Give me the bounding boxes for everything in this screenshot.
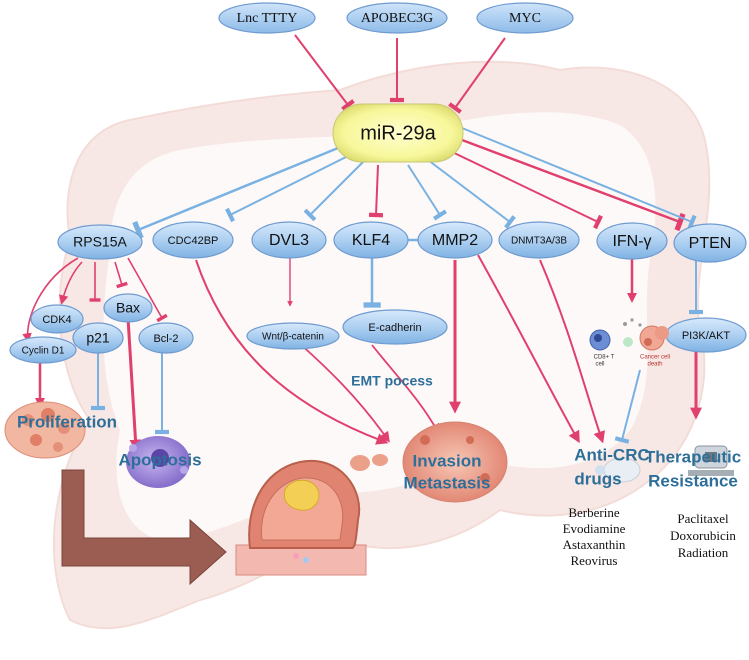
immune-killing-illustration: CD8+ T cell Cancer cell death — [589, 318, 670, 368]
outcome-apoptosis: Apoptosis — [118, 450, 201, 469]
drug-capsule-illustration — [595, 457, 641, 483]
node-e-cadherin[interactable]: E-cadherin — [342, 309, 448, 345]
svg-text:death: death — [647, 362, 662, 368]
outcome-metastasis: Metastasis — [404, 473, 491, 492]
drug-astaxanthin: Astaxanthin — [563, 537, 626, 552]
outcome-anti-crc-line2: drugs — [574, 469, 621, 488]
apoptosis-cell-illustration — [126, 436, 190, 488]
proliferation-cells-illustration — [4, 401, 86, 459]
svg-text:CD8+ T: CD8+ T — [594, 355, 615, 361]
svg-text:DVL3: DVL3 — [269, 232, 309, 249]
target-nodes: RPS15A CDC42BP DVL3 KLF4 MMP2 DNMT3A/3B … — [57, 221, 747, 263]
node-ifn-gamma[interactable]: IFN-γ — [596, 222, 668, 260]
outcome-anti-crc-line1: Anti-CRC — [574, 445, 650, 464]
svg-text:E-cadherin: E-cadherin — [368, 322, 421, 334]
emt-process-label: EMT pocess — [351, 373, 433, 389]
svg-text:RPS15A: RPS15A — [73, 234, 127, 250]
agent-radiation: Radiation — [678, 545, 729, 560]
svg-text:PI3K/AKT: PI3K/AKT — [682, 330, 731, 342]
node-myc[interactable]: MYC — [476, 2, 574, 34]
node-klf4[interactable]: KLF4 — [333, 221, 409, 259]
node-p21[interactable]: p21 — [72, 322, 124, 354]
svg-text:miR-29a: miR-29a — [360, 122, 436, 144]
node-mmp2[interactable]: MMP2 — [417, 221, 493, 259]
agent-paclitaxel: Paclitaxel — [677, 511, 729, 526]
svg-text:PTEN: PTEN — [689, 235, 732, 252]
node-pi3k-akt[interactable]: PI3K/AKT — [665, 317, 747, 353]
svg-text:Cyclin D1: Cyclin D1 — [22, 346, 65, 357]
outcome-invasion: Invasion — [413, 451, 482, 470]
node-cdc42bp[interactable]: CDC42BP — [152, 221, 234, 259]
svg-text:IFN-γ: IFN-γ — [612, 233, 651, 250]
downstream-edges — [22, 231, 703, 343]
outcome-therapeutic: Therapeutic — [645, 447, 741, 466]
node-rps15a[interactable]: RPS15A — [57, 224, 143, 260]
outcome-edges — [35, 254, 702, 452]
node-pten[interactable]: PTEN — [673, 223, 747, 263]
node-mir-29a[interactable]: miR-29a — [332, 103, 464, 163]
drug-reovirus: Reovirus — [571, 553, 618, 568]
svg-text:APOBEC3G: APOBEC3G — [361, 11, 433, 26]
colon-background — [53, 60, 711, 630]
node-apobec3g[interactable]: APOBEC3G — [346, 2, 448, 34]
node-bax[interactable]: Bax — [103, 293, 153, 323]
outcome-resistance: Resistance — [648, 471, 738, 490]
node-cyclin-d1[interactable]: Cyclin D1 — [9, 336, 77, 364]
node-cdk4[interactable]: CDK4 — [30, 304, 84, 334]
drug-berberine: Berberine — [568, 505, 619, 520]
agent-doxorubicin: Doxorubicin — [670, 528, 736, 543]
node-wnt-beta-catenin[interactable]: Wnt/β-catenin — [246, 322, 340, 350]
svg-text:Wnt/β-catenin: Wnt/β-catenin — [262, 332, 324, 343]
svg-text:MYC: MYC — [509, 11, 541, 26]
metastasis-illustration — [350, 421, 508, 503]
svg-text:MMP2: MMP2 — [432, 232, 478, 249]
tumor-cross-section-illustration — [235, 459, 367, 576]
radiation-device-illustration — [688, 445, 734, 476]
drug-evodiamine: Evodiamine — [563, 521, 626, 536]
downstream-nodes: CDK4 Cyclin D1 p21 Bax Bcl-2 Wnt/β-caten… — [9, 293, 747, 364]
center-edges — [132, 127, 697, 240]
svg-text:cell: cell — [595, 362, 604, 368]
svg-text:p21: p21 — [86, 330, 110, 346]
svg-text:KLF4: KLF4 — [352, 232, 390, 249]
node-lnc-ttty[interactable]: Lnc TTTY — [218, 2, 316, 34]
svg-text:Cancer cell: Cancer cell — [640, 355, 670, 361]
upstream-nodes: Lnc TTTY APOBEC3G MYC — [218, 2, 574, 34]
outcome-proliferation: Proliferation — [17, 412, 117, 431]
upstream-edges — [294, 34, 506, 114]
node-bcl-2[interactable]: Bcl-2 — [138, 322, 194, 354]
svg-text:DNMT3A/3B: DNMT3A/3B — [511, 236, 567, 247]
svg-text:CDC42BP: CDC42BP — [168, 235, 219, 247]
svg-text:Bcl-2: Bcl-2 — [153, 333, 178, 345]
svg-text:Lnc TTTY: Lnc TTTY — [237, 11, 298, 26]
node-dvl3[interactable]: DVL3 — [251, 221, 327, 259]
svg-text:Bax: Bax — [116, 300, 140, 316]
svg-text:CDK4: CDK4 — [42, 314, 71, 326]
progression-arrow — [61, 469, 227, 586]
node-dnmt3a-3b[interactable]: DNMT3A/3B — [498, 221, 580, 259]
